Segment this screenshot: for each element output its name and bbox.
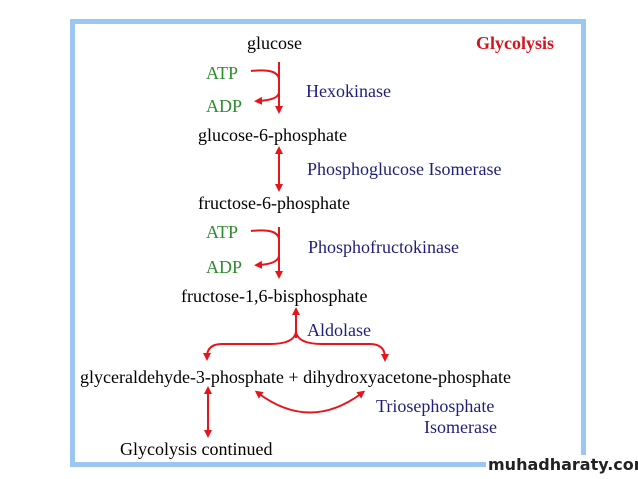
compound-glucose-6-phosphate: glucose-6-phosphate (198, 125, 347, 145)
atp-in-curve-1 (250, 69, 280, 81)
enzyme-phosphoglucose-isomerase: Phosphoglucose Isomerase (307, 159, 502, 179)
adp-out-curve-1 (254, 91, 280, 105)
diagram-title: Glycolysis (476, 33, 555, 53)
tpi-arc-arrow (254, 390, 366, 414)
enzyme-phosphofructokinase: Phosphofructokinase (308, 237, 459, 257)
aldolase-left-branch (203, 331, 297, 361)
enzyme-isomerase: Isomerase (424, 417, 497, 437)
cofactor-adp: ADP (206, 257, 243, 277)
compound-g3p-dhap: glyceraldehyde-3-phosphate + dihydroxyac… (80, 367, 511, 387)
compound-fructose-1-6-bisphosphate: fructose-1,6-bisphosphate (181, 286, 368, 306)
cofactor-atp: ATP (206, 63, 239, 83)
compound-glucose: glucose (247, 33, 302, 53)
watermark: muhadharaty.com (486, 455, 638, 474)
glycolysis-continued: Glycolysis continued (120, 439, 273, 459)
cofactor-atp: ATP (206, 222, 239, 242)
aldolase-right-branch (295, 331, 389, 362)
enzyme-hexokinase: Hexokinase (306, 81, 391, 101)
adp-out-curve-2 (254, 254, 280, 269)
compound-fructose-6-phosphate: fructose-6-phosphate (198, 193, 350, 213)
enzyme-triosephosphate: Triosephosphate (376, 396, 495, 416)
enzyme-aldolase: Aldolase (307, 320, 371, 340)
cofactor-adp: ADP (206, 96, 243, 116)
atp-in-curve-2 (250, 229, 280, 241)
